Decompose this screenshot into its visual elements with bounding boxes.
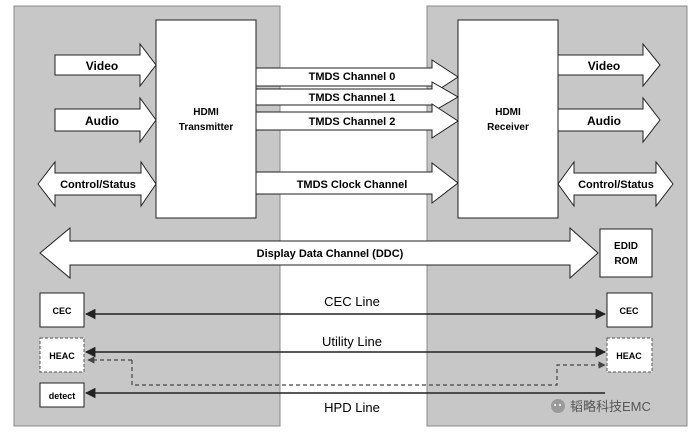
video-out-arrow xyxy=(557,42,661,88)
tmds-channel-1-label: TMDS Channel 1 xyxy=(309,92,396,104)
audio-in-arrow xyxy=(54,96,157,144)
ddc-arrow xyxy=(39,226,599,280)
video-out-label: Video xyxy=(588,59,620,73)
control-status-left-arrow xyxy=(37,160,157,208)
transmitter-title-line1: HDMI xyxy=(193,107,219,118)
utility-line-label: Utility Line xyxy=(322,334,382,349)
cec-line-label: CEC Line xyxy=(324,294,380,309)
transmitter-title-line2: Transmitter xyxy=(179,122,234,133)
audio-out-label: Audio xyxy=(587,114,621,128)
hdmi-receiver-box xyxy=(457,19,559,219)
video-in-arrow xyxy=(54,42,157,88)
receiver-title-line2: Receiver xyxy=(487,122,529,133)
cec-right-box xyxy=(606,292,653,328)
edid-label-line1: EDID xyxy=(614,241,638,252)
hdmi-transmitter-box xyxy=(155,19,257,219)
edid-rom-box xyxy=(599,228,653,278)
heac-dashed-path xyxy=(131,360,606,386)
edid-label-line2: ROM xyxy=(614,256,637,267)
heac-left-box xyxy=(39,337,85,373)
tmds-clock-channel-label: TMDS Clock Channel xyxy=(297,179,408,191)
tmds-clock-channel-arrow xyxy=(255,161,459,205)
heac-right-label: HEAC xyxy=(616,351,642,361)
tmds-channel-2-arrow xyxy=(255,103,459,139)
watermark-text: 韬略科技EMC xyxy=(570,399,651,414)
audio-in-label: Audio xyxy=(85,114,119,128)
control-status-left-label: Control/Status xyxy=(60,179,136,191)
video-in-label: Video xyxy=(86,59,118,73)
receiver-title-line1: HDMI xyxy=(495,107,521,118)
ddc-label: Display Data Channel (DDC) xyxy=(257,248,404,260)
tmds-channel-0-label: TMDS Channel 0 xyxy=(309,71,396,83)
tmds-channel-1-arrow xyxy=(255,81,460,113)
tmds-channel-0-arrow xyxy=(255,59,459,95)
control-status-right-label: Control/Status xyxy=(578,179,654,191)
cec-left-box xyxy=(39,292,85,328)
control-status-right-arrow xyxy=(557,160,674,208)
heac-left-label: HEAC xyxy=(49,351,75,361)
cec-left-label: CEC xyxy=(52,306,72,316)
heac-right-box xyxy=(606,337,653,373)
audio-out-arrow xyxy=(557,96,661,144)
detect-label: detect xyxy=(49,391,76,401)
tmds-channel-2-label: TMDS Channel 2 xyxy=(309,116,396,128)
cec-right-label: CEC xyxy=(619,306,639,316)
watermark: 韬略科技EMC xyxy=(551,399,651,414)
wechat-icon xyxy=(551,399,565,413)
detect-box xyxy=(39,382,85,408)
hpd-line-label: HPD Line xyxy=(324,400,380,415)
